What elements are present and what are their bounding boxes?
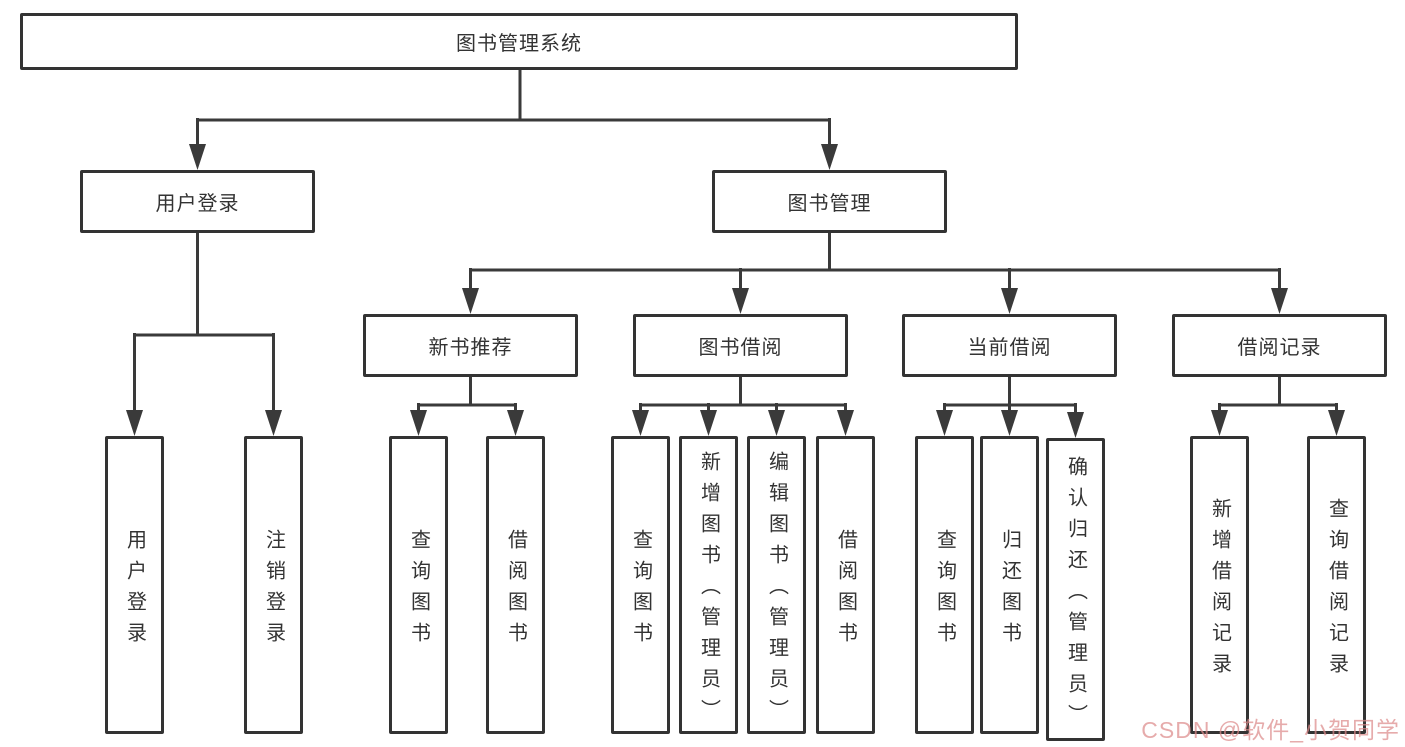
leaf-query-books-borrow: 查询图书 [611,436,670,734]
csdn-watermark: CSDN @软件_小贺同学 [1141,717,1400,743]
leaf-edit-book-admin: 编辑图书（管理员） [747,436,806,734]
node-library-management-system: 图书管理系统 [20,13,1018,70]
leaf-query-books-current: 查询图书 [915,436,974,734]
node-book-management: 图书管理 [712,170,947,233]
leaf-label: 新增借阅记录 [1208,497,1231,684]
leaf-borrow-books-recommend: 借阅图书 [486,436,545,734]
leaf-label: 注销登录 [262,528,285,653]
leaf-label: 新增图书（管理员） [697,451,720,730]
leaf-query-borrow-record: 查询借阅记录 [1307,436,1366,734]
leaf-label: 借阅图书 [834,528,857,653]
leaf-label: 查询图书 [933,528,956,653]
leaf-logout: 注销登录 [244,436,303,734]
node-borrowing-records: 借阅记录 [1172,314,1387,377]
leaf-add-borrow-record: 新增借阅记录 [1190,436,1249,734]
leaf-label: 归还图书 [998,528,1021,653]
leaf-label: 查询图书 [407,528,430,653]
node-current-borrowing: 当前借阅 [902,314,1117,377]
leaf-label: 确认归还（管理员） [1064,455,1087,735]
leaf-user-login: 用户登录 [105,436,164,734]
leaf-return-book: 归还图书 [980,436,1039,734]
leaf-query-books-recommend: 查询图书 [389,436,448,734]
node-book-borrowing: 图书借阅 [633,314,848,377]
node-new-book-recommendation: 新书推荐 [363,314,578,377]
leaf-label: 用户登录 [123,528,146,653]
node-user-login: 用户登录 [80,170,315,233]
leaf-label: 借阅图书 [504,528,527,653]
leaf-label: 查询借阅记录 [1325,497,1348,684]
leaf-label: 查询图书 [629,528,652,653]
leaf-borrow-books: 借阅图书 [816,436,875,734]
leaf-confirm-return-admin: 确认归还（管理员） [1046,438,1105,741]
leaf-add-book-admin: 新增图书（管理员） [679,436,738,734]
leaf-label: 编辑图书（管理员） [765,451,788,730]
